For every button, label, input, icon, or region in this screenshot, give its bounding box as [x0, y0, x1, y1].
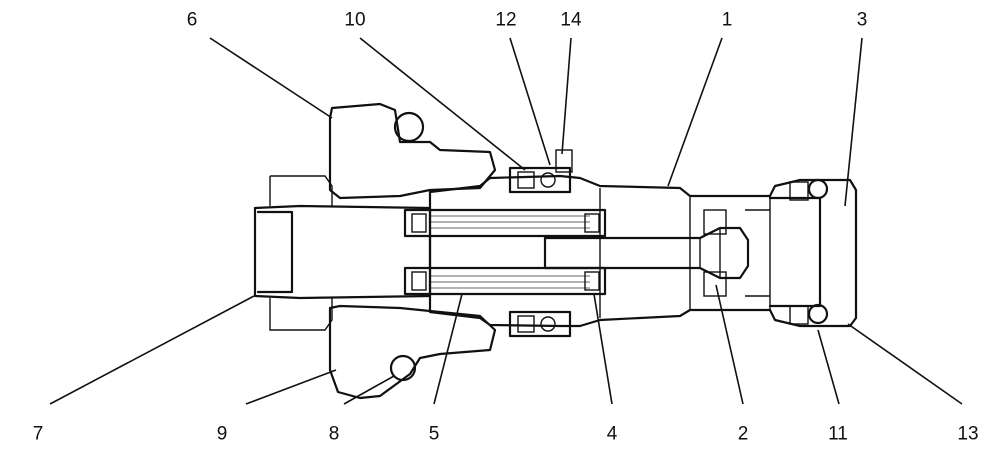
label-2: 2: [738, 424, 749, 445]
label-11: 11: [828, 424, 848, 445]
label-14: 14: [560, 10, 582, 31]
end-fitting: [745, 181, 822, 325]
label-7: 7: [33, 424, 44, 445]
lever-housing: [328, 102, 497, 400]
label-4: 4: [607, 424, 618, 445]
label-13: 13: [957, 424, 978, 445]
shaft-coupling: [253, 175, 432, 331]
label-10: 10: [344, 10, 365, 31]
spool: [543, 209, 750, 297]
label-9: 9: [217, 424, 228, 445]
label-12: 12: [495, 10, 516, 31]
label-8: 8: [329, 424, 340, 445]
o-ring-bottom-right: [807, 303, 829, 325]
leader-lines: [49, 37, 963, 405]
label-6: 6: [187, 10, 198, 31]
sleeve-assembly: [403, 208, 607, 296]
label-3: 3: [857, 10, 868, 31]
label-5: 5: [429, 424, 440, 445]
label-1: 1: [722, 10, 733, 31]
o-ring-top-right: [807, 178, 829, 200]
bottom-bearing: [508, 310, 572, 338]
top-bearing: [508, 149, 573, 194]
